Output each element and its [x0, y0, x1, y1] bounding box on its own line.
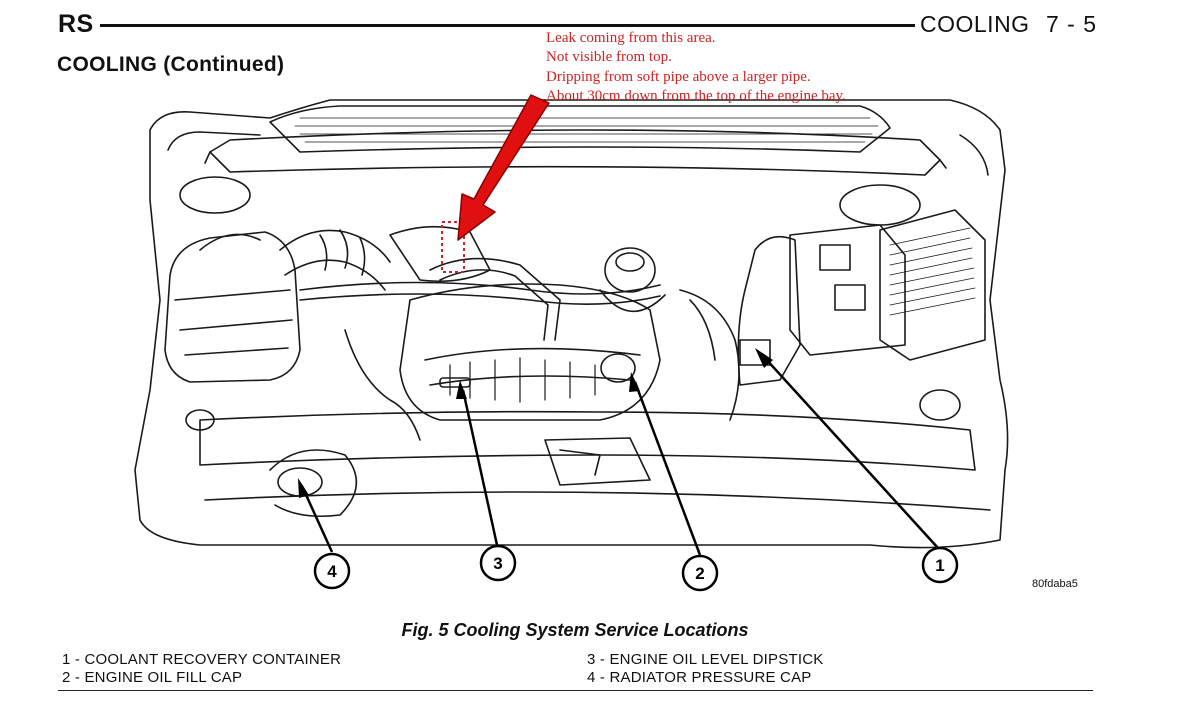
subheader: COOLING (Continued): [57, 53, 285, 76]
figure-caption: Fig. 5 Cooling System Service Locations: [401, 620, 749, 640]
header-rule: [100, 24, 915, 27]
leader-4: [300, 485, 334, 553]
callout-1-label: 1: [935, 556, 944, 575]
legend-item: 2 - ENGINE OIL FILL CAP: [62, 669, 243, 686]
battery: [789, 224, 906, 356]
vehicle-body-outline: [134, 99, 1009, 549]
leader-1: [764, 357, 939, 549]
power-distribution-center: [879, 209, 986, 361]
callout-1: [921, 546, 959, 584]
coolant-recovery-container: [737, 235, 801, 386]
cowl-grille: [269, 105, 891, 153]
section-title: COOLING: [920, 11, 1030, 37]
callout-2: [681, 554, 719, 592]
annotation-line: Dripping from soft pipe above a larger p…: [546, 68, 811, 85]
engine-block: [399, 283, 661, 421]
page-number: 7 - 5: [1046, 11, 1098, 37]
figure-code: 80fdaba5: [1032, 578, 1078, 590]
callout-4: [313, 552, 351, 590]
leak-arrow: [457, 94, 550, 241]
annotation-line: Not visible from top.: [546, 49, 672, 66]
cowl-panel: [209, 129, 941, 176]
oil-fill-cap: [600, 353, 636, 383]
callout-3: [479, 544, 517, 582]
callout-3-label: 3: [493, 554, 502, 573]
footer-rule: [58, 690, 1093, 691]
air-cleaner: [164, 231, 301, 383]
annotation-line: Leak coming from this area.: [546, 30, 716, 46]
leader-2: [633, 381, 702, 556]
legend-item: 1 - COOLANT RECOVERY CONTAINER: [62, 651, 342, 668]
manual-code: RS: [58, 10, 94, 38]
oil-dipstick-handle: [439, 377, 471, 388]
leader-3: [461, 389, 499, 546]
callout-4-label: 4: [327, 562, 337, 581]
legend-item: 3 - ENGINE OIL LEVEL DIPSTICK: [587, 651, 824, 668]
leak-annotation: Leak coming from this area. Not visible …: [546, 29, 906, 106]
legend-item: 4 - RADIATOR PRESSURE CAP: [587, 669, 812, 686]
callout-2-label: 2: [695, 564, 704, 583]
annotation-line: About 30cm down from the top of the engi…: [546, 87, 846, 104]
